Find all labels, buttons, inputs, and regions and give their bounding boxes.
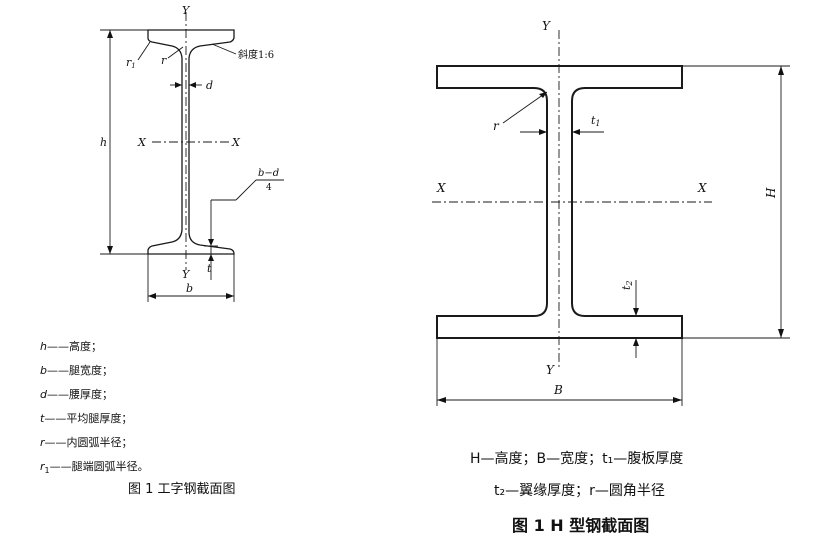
legend-item: d——腰厚度； <box>40 388 113 401</box>
legend-item: h——高度； <box>40 340 102 353</box>
t2-arrows <box>633 308 639 346</box>
fig1-label-b: b <box>186 282 193 295</box>
i-beam-outline <box>147 29 235 255</box>
fig1-label-h: h <box>100 136 107 149</box>
fig1-label-x-right: X <box>231 136 241 149</box>
fig2-caption: 图 1 H 型钢截面图 <box>512 516 650 535</box>
fig2-label-t2: t2 <box>620 280 634 290</box>
d-arrows <box>175 82 196 88</box>
r1-leader <box>137 41 151 61</box>
fig1-caption: 图 1 工字钢截面图 <box>128 482 236 497</box>
fig2-label-y-bottom: Y <box>546 363 555 377</box>
t1-arrows <box>539 129 580 135</box>
fig2-legend-line2: t₂—翼缘厚度；r—圆角半径 <box>494 483 665 499</box>
fig2-r-leader <box>502 91 548 124</box>
fig1-label-y-bottom: Y <box>182 268 191 281</box>
fig2-label-x-right: X <box>697 181 707 195</box>
fig1-label-x-left: X <box>137 136 147 149</box>
fig1-label-d: d <box>206 79 213 92</box>
bd4-leader <box>235 179 257 201</box>
legend-item: t——平均腿厚度； <box>40 412 133 425</box>
fig1-label-t: t <box>207 262 212 275</box>
fig2-r-arrow <box>539 92 547 98</box>
fig1-label-y-top: Y <box>182 4 191 17</box>
fig1-label-r: r <box>161 54 167 67</box>
t-arrows <box>208 239 214 261</box>
fig1-label-slope: 斜度1:6 <box>238 48 274 61</box>
r-leader <box>167 46 184 59</box>
fig2-legend-line1: H—高度；B—宽度；t₁—腹板厚度 <box>470 451 684 467</box>
legend-item: b——腿宽度； <box>40 364 113 377</box>
fig2-label-H: H <box>764 187 778 199</box>
fig2-label-x-left: X <box>436 181 446 195</box>
fig2-label-t1: t1 <box>591 114 601 128</box>
i-beam-figure: Y Y X X h b d t r r1 斜度1:6 b−d 4 <box>100 4 284 302</box>
fig2-label-y-top: Y <box>542 19 551 33</box>
legend-item: r——内圆弧半径； <box>40 436 133 449</box>
slope-leader <box>211 43 237 55</box>
h-beam-figure: Y Y X X H B r t1 t2 <box>432 19 790 406</box>
fig1-label-r1: r1 <box>126 56 136 70</box>
fig2-label-r: r <box>493 119 500 133</box>
fig2-label-B: B <box>553 383 563 397</box>
fig1-label-bd-den: 4 <box>266 183 272 193</box>
fig1-label-bd-num: b−d <box>258 168 279 179</box>
legend-item: r1——腿端圆弧半径。 <box>40 460 149 476</box>
